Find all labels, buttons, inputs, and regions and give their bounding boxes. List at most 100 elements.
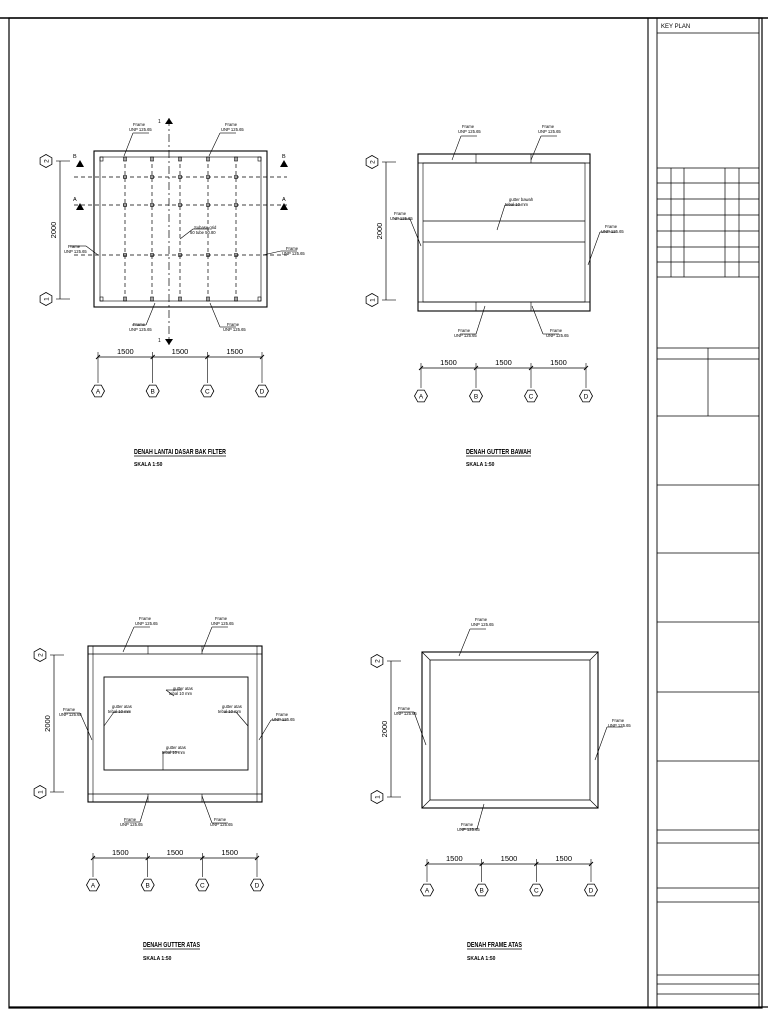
plan3-grid-col-b-label: B bbox=[145, 882, 149, 889]
plan4-hdim-label-3: 1500 bbox=[555, 854, 572, 863]
plan3-hdim-tick-1 bbox=[145, 855, 150, 861]
plan4-miter-br bbox=[589, 799, 599, 809]
plan1-callout-frame-tl-leader bbox=[123, 132, 134, 157]
title-block bbox=[647, 17, 760, 1008]
plan3-gutter-rect bbox=[103, 676, 249, 771]
plan4-callout-frame-l-title: Frame bbox=[398, 706, 411, 711]
plan4-hdim-tick-1 bbox=[479, 861, 484, 867]
plan-scale-2: SKALA 1:50 bbox=[466, 462, 495, 468]
plan2-outer-frame bbox=[417, 153, 591, 312]
plan2-grid-row-1-label: 1 bbox=[369, 298, 376, 302]
plan4-callout-frame-l-leader bbox=[413, 711, 427, 746]
plan1-section-1-label-top: 1 bbox=[158, 119, 161, 125]
plan3-grid-row-2-label: 2 bbox=[37, 653, 44, 657]
plan3-callout-frame-br-title: Frame bbox=[214, 817, 227, 822]
plan1-corner-l-0 bbox=[99, 156, 104, 162]
plan1-hdim-tick-2 bbox=[205, 354, 210, 360]
plan3-callout-gutter-left-spec: tebal 10 mm bbox=[108, 709, 132, 714]
plan1-grid-col-a bbox=[91, 384, 105, 398]
plan3-callout-gutter-right-leader bbox=[235, 711, 249, 727]
plan2-callout-frame-br-spec: UNP 125.65 bbox=[546, 333, 569, 338]
plan1-vdim-label: 2000 bbox=[49, 222, 58, 239]
plan1-post-bot-4 bbox=[234, 296, 238, 302]
plan3-grid-col-b bbox=[140, 878, 155, 892]
plan4-callout-frame-r-title: Frame bbox=[612, 718, 625, 723]
plan2-callout-frame-bl-title: Frame bbox=[458, 328, 471, 333]
plan1-node bbox=[178, 253, 182, 257]
plan2-grid-col-c-label: C bbox=[529, 393, 534, 400]
plan3-callout-gutter-left-title: gutter atas bbox=[112, 704, 132, 709]
plan2-hdim-tick-2 bbox=[528, 365, 534, 371]
plan1-section-section_a-left-label: A bbox=[73, 197, 77, 203]
plan1-outer-frame bbox=[93, 150, 268, 308]
plan4-grid-col-d-label: D bbox=[589, 887, 594, 894]
plan4-callout-frame-bot-leader bbox=[476, 803, 485, 830]
plan3-callout-gutter-bot-spec: tebal 10 mm bbox=[162, 750, 186, 755]
plan1-grid-row-2-label: 2 bbox=[43, 159, 50, 163]
plan1-section-section_a-right-arrow bbox=[280, 203, 288, 210]
plan2-callout-frame-l-leader bbox=[409, 218, 422, 247]
plan1-callout-subase-spec: 50 tube 50.80 bbox=[190, 230, 216, 235]
plan4-grid-col-a-label: A bbox=[425, 887, 430, 894]
plan1-hdim-label-3: 1500 bbox=[226, 347, 243, 356]
plan1-post-top-3 bbox=[206, 156, 210, 162]
plan2-grid-col-c bbox=[524, 389, 538, 403]
plan3-hdim-tick-3 bbox=[254, 855, 260, 861]
plan3-callout-frame-tr-spec: UNP 125.65 bbox=[211, 621, 234, 626]
plan1-grid-row-1-label: 1 bbox=[43, 297, 50, 301]
plan3-callout-gutter-right-spec: tebal 10 mm bbox=[218, 709, 242, 714]
plan1-post-top-1 bbox=[150, 156, 154, 162]
plan4-grid-row-2 bbox=[370, 654, 384, 668]
plan2-vdim-label: 2000 bbox=[375, 223, 384, 240]
plan1-node bbox=[178, 175, 182, 179]
plan1-grid-col-d bbox=[255, 384, 269, 398]
plan1-grid-col-b-label: B bbox=[150, 388, 154, 395]
plan1-post-top-2 bbox=[178, 156, 182, 162]
plan3-callout-frame-tl-leader bbox=[122, 626, 135, 653]
plan1-section-1-arrow-bot bbox=[165, 339, 173, 345]
plan3-grid-row-2 bbox=[33, 648, 47, 662]
plan1-section-section_b-left-arrow bbox=[76, 160, 84, 167]
plan1-hdim-tick-0 bbox=[95, 354, 101, 360]
plan2-callout-gutter-leader bbox=[496, 204, 506, 231]
plan3-callout-gutter-left-leader bbox=[103, 711, 115, 727]
plan3-grid-col-c bbox=[195, 878, 210, 892]
plan3-callout-frame-bl-leader bbox=[139, 795, 149, 823]
plan1-grid-row-1 bbox=[39, 292, 53, 306]
plan4-grid-col-c bbox=[529, 883, 544, 897]
plan4-grid-col-a bbox=[420, 883, 434, 897]
plan3-vdim-label: 2000 bbox=[43, 715, 52, 732]
plan1-section-section_b-right-label: B bbox=[282, 154, 286, 160]
plan1-callout-frame-br-title: Frame bbox=[227, 322, 240, 327]
plan3-grid-col-d-label: D bbox=[255, 882, 260, 889]
plan3-callout-frame-bl-spec: UNP 125.65 bbox=[120, 822, 143, 827]
plan3-callout-frame-br-leader bbox=[201, 795, 213, 824]
plan2-hdim-label-3: 1500 bbox=[550, 358, 567, 367]
plan1-corner-l-1 bbox=[99, 296, 104, 302]
plan1-hdim-label-1: 1500 bbox=[117, 347, 134, 356]
plan3-grid-row-1-label: 1 bbox=[37, 790, 44, 794]
plan-scale-4: SKALA 1:50 bbox=[467, 956, 496, 962]
plan2-grid-col-d bbox=[579, 389, 593, 403]
plan3-callout-gutter-top-spec: tebal 10 mm bbox=[169, 691, 193, 696]
plan2-callout-gutter-spec: tebal 10 mm bbox=[505, 202, 529, 207]
plan3-callout-gutter-bot-title: gutter atas bbox=[166, 745, 186, 750]
plan4-grid-col-d bbox=[584, 883, 598, 897]
plan2-callout-frame-tl-leader bbox=[451, 135, 462, 161]
plan3-hdim-label-1: 1500 bbox=[112, 848, 129, 857]
plan4-callout-frame-r-spec: UNP 125.65 bbox=[608, 723, 631, 728]
plan3-callout-gutter-right-title: gutter atas bbox=[222, 704, 242, 709]
plan1-callout-frame-r-leader bbox=[262, 250, 282, 256]
plan1-grid-col-d-label: D bbox=[260, 388, 265, 395]
plan1-callout-frame-br-leader bbox=[209, 302, 221, 328]
plan1-node bbox=[123, 175, 127, 179]
plan4-callout-frame-top-leader bbox=[458, 628, 471, 657]
plan2-callout-frame-l-spec: UNP 125.65 bbox=[390, 216, 413, 221]
plan1-hdim-label-2: 1500 bbox=[172, 347, 189, 356]
plan1-callout-frame-br-spec: UNP 125.65 bbox=[223, 327, 246, 332]
plan1-node bbox=[234, 175, 238, 179]
plan1-callout-frame-r-spec: UNP 125.65 bbox=[282, 251, 305, 256]
plan-scale-3: SKALA 1:50 bbox=[143, 956, 172, 962]
